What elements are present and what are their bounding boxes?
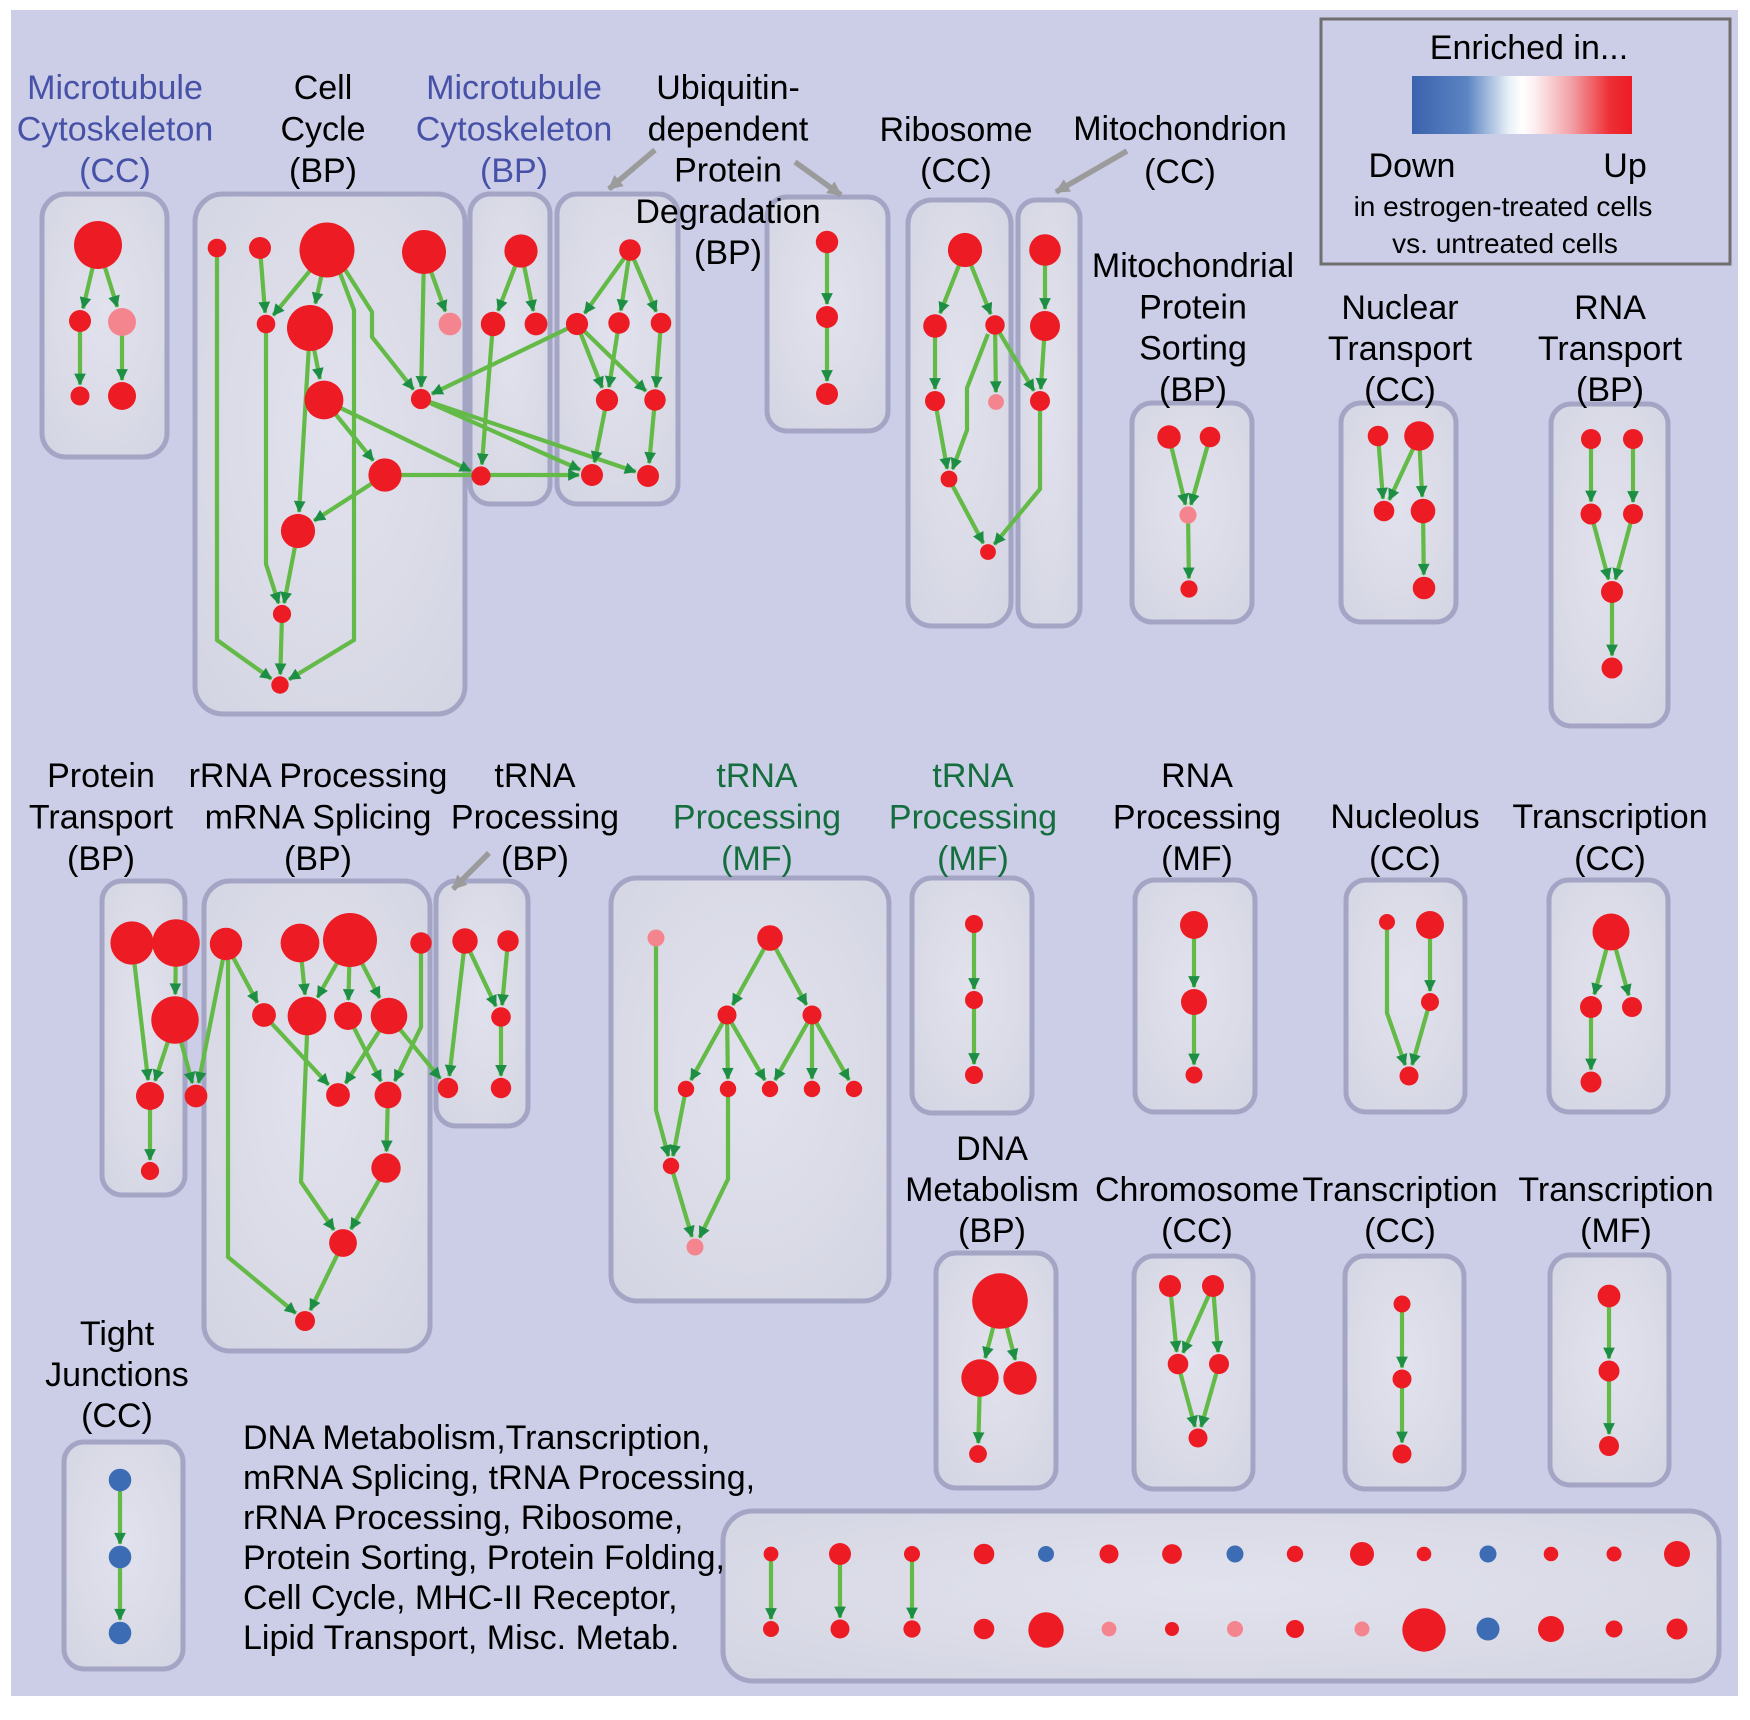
svg-text:(CC): (CC) [1364, 1212, 1436, 1250]
svg-text:Enriched in...: Enriched in... [1430, 29, 1628, 67]
svg-text:(MF): (MF) [1580, 1212, 1652, 1250]
svg-text:Processing: Processing [673, 799, 841, 837]
svg-text:Processing: Processing [889, 799, 1057, 837]
svg-text:Cell Cycle, MHC-II Receptor,: Cell Cycle, MHC-II Receptor, [243, 1579, 678, 1617]
svg-text:tRNA: tRNA [494, 757, 576, 795]
svg-text:Protein: Protein [47, 757, 155, 795]
svg-text:Cycle: Cycle [280, 111, 365, 149]
svg-text:Junctions: Junctions [45, 1356, 189, 1394]
svg-text:(CC): (CC) [1161, 1212, 1233, 1250]
svg-text:(BP): (BP) [67, 840, 135, 878]
svg-text:(BP): (BP) [480, 152, 548, 190]
svg-text:Mitochondrial: Mitochondrial [1092, 247, 1294, 285]
svg-text:(BP): (BP) [501, 840, 569, 878]
svg-text:RNA: RNA [1161, 757, 1233, 795]
svg-text:mRNA Splicing, tRNA Processing: mRNA Splicing, tRNA Processing, [243, 1459, 755, 1497]
svg-text:Lipid Transport, Misc. Metab.: Lipid Transport, Misc. Metab. [243, 1619, 680, 1657]
svg-text:rRNA Processing: rRNA Processing [189, 757, 448, 795]
svg-text:Microtubule: Microtubule [426, 69, 602, 107]
svg-text:Degradation: Degradation [635, 193, 820, 231]
svg-text:vs. untreated cells: vs. untreated cells [1392, 228, 1618, 259]
svg-text:RNA: RNA [1574, 289, 1646, 327]
svg-text:in estrogen-treated cells: in estrogen-treated cells [1354, 191, 1653, 222]
svg-text:Cell: Cell [294, 69, 353, 107]
svg-text:Up: Up [1603, 147, 1646, 185]
svg-text:(CC): (CC) [1364, 371, 1436, 409]
svg-text:dependent: dependent [648, 110, 809, 148]
svg-text:mRNA Splicing: mRNA Splicing [205, 799, 432, 837]
svg-text:(BP): (BP) [284, 840, 352, 878]
svg-text:(CC): (CC) [920, 152, 992, 190]
svg-text:(CC): (CC) [1574, 840, 1646, 878]
svg-text:Cytoskeleton: Cytoskeleton [17, 111, 214, 149]
svg-text:(BP): (BP) [694, 234, 762, 272]
svg-text:tRNA: tRNA [932, 757, 1014, 795]
svg-text:(CC): (CC) [81, 1397, 153, 1435]
svg-text:(CC): (CC) [1144, 153, 1216, 191]
svg-text:tRNA: tRNA [716, 757, 798, 795]
svg-text:Microtubule: Microtubule [27, 69, 203, 107]
svg-text:Sorting: Sorting [1139, 330, 1247, 368]
svg-text:Transcription: Transcription [1512, 798, 1707, 836]
svg-text:Metabolism: Metabolism [905, 1171, 1079, 1209]
svg-text:(MF): (MF) [721, 840, 793, 878]
svg-text:Down: Down [1369, 147, 1456, 185]
svg-text:(MF): (MF) [937, 840, 1009, 878]
svg-text:Protein: Protein [674, 152, 782, 190]
svg-text:Transport: Transport [1538, 330, 1683, 368]
svg-text:Mitochondrion: Mitochondrion [1073, 110, 1287, 148]
svg-text:Processing: Processing [1113, 799, 1281, 837]
svg-text:rRNA Processing, Ribosome,: rRNA Processing, Ribosome, [243, 1499, 683, 1537]
svg-text:(CC): (CC) [1369, 840, 1441, 878]
svg-text:Processing: Processing [451, 799, 619, 837]
svg-text:Transport: Transport [1328, 330, 1473, 368]
svg-text:(CC): (CC) [79, 152, 151, 190]
svg-text:Protein Sorting, Protein Foldi: Protein Sorting, Protein Folding, [243, 1539, 725, 1577]
svg-text:DNA Metabolism,Transcription,: DNA Metabolism,Transcription, [243, 1419, 710, 1457]
svg-text:Nuclear: Nuclear [1341, 289, 1458, 327]
svg-text:Chromosome: Chromosome [1095, 1171, 1299, 1209]
svg-text:Tight: Tight [80, 1315, 155, 1353]
svg-text:Ubiquitin-: Ubiquitin- [656, 69, 800, 107]
svg-text:Transcription: Transcription [1518, 1171, 1713, 1209]
svg-text:(BP): (BP) [289, 152, 357, 190]
svg-text:Transcription: Transcription [1302, 1171, 1497, 1209]
svg-text:Ribosome: Ribosome [879, 111, 1032, 149]
svg-text:(BP): (BP) [1159, 371, 1227, 409]
svg-text:Cytoskeleton: Cytoskeleton [416, 111, 613, 149]
svg-text:(BP): (BP) [1576, 371, 1644, 409]
svg-text:(BP): (BP) [958, 1212, 1026, 1250]
svg-text:Protein: Protein [1139, 288, 1247, 326]
svg-text:DNA: DNA [956, 1130, 1028, 1168]
svg-text:Transport: Transport [29, 799, 174, 837]
svg-text:(MF): (MF) [1161, 840, 1233, 878]
svg-text:Nucleolus: Nucleolus [1330, 798, 1479, 836]
